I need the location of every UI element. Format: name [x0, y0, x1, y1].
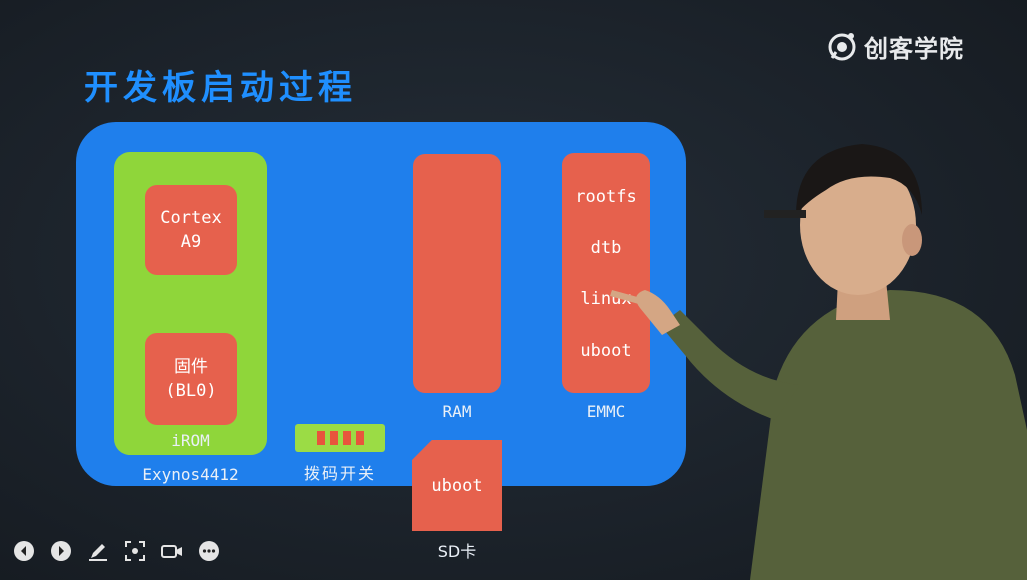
dip-switch: [295, 424, 385, 452]
chevron-right-icon: [51, 541, 71, 561]
firmware-bl0-block: 固件 (BL0): [145, 333, 237, 425]
dip-switch-bar: [355, 431, 364, 445]
sd-card-content: uboot: [431, 475, 483, 496]
irom-label: iROM: [171, 431, 210, 450]
dip-switch-label: 拨码开关: [303, 464, 376, 483]
brand-name: 创客学院: [864, 34, 964, 63]
emmc-item-uboot: uboot: [580, 341, 632, 361]
more-icon: [199, 541, 219, 561]
cortex-line2: A9: [180, 232, 202, 252]
dip-switch-bar: [316, 431, 325, 445]
dip-switch-bar: [329, 431, 338, 445]
screenshot-button[interactable]: [123, 539, 147, 563]
camera-button[interactable]: [160, 539, 184, 563]
emmc-item-dtb: dtb: [590, 238, 622, 258]
firmware-line2: (BL0): [165, 381, 217, 401]
presenter-figure: [610, 144, 1027, 580]
chevron-left-icon: [14, 541, 34, 561]
emmc-label: EMMC: [586, 402, 626, 421]
capture-icon: [125, 541, 145, 561]
ram-block: [413, 154, 501, 393]
soc-label: Exynos4412: [142, 465, 239, 484]
emmc-block: rootfs dtb linux uboot: [562, 153, 650, 393]
next-button[interactable]: [49, 539, 73, 563]
pen-button[interactable]: [86, 539, 110, 563]
cortex-a9-block: Cortex A9: [145, 185, 237, 275]
brand-mascot-icon: [828, 33, 856, 61]
more-button[interactable]: [197, 539, 221, 563]
slide-title: 开发板启动过程: [84, 68, 357, 108]
sd-card-label: SD卡: [437, 542, 477, 561]
emmc-item-rootfs: rootfs: [575, 187, 637, 207]
cortex-line1: Cortex: [160, 208, 222, 228]
player-controls: [12, 538, 221, 564]
ram-label: RAM: [442, 402, 472, 421]
video-camera-icon: [161, 545, 182, 558]
dip-switch-bar: [342, 431, 351, 445]
prev-button[interactable]: [12, 539, 36, 563]
firmware-line1: 固件: [174, 357, 208, 377]
pen-icon: [89, 544, 107, 561]
brand-logo: 创客学院: [826, 26, 964, 66]
sd-card-block: uboot: [412, 440, 502, 531]
